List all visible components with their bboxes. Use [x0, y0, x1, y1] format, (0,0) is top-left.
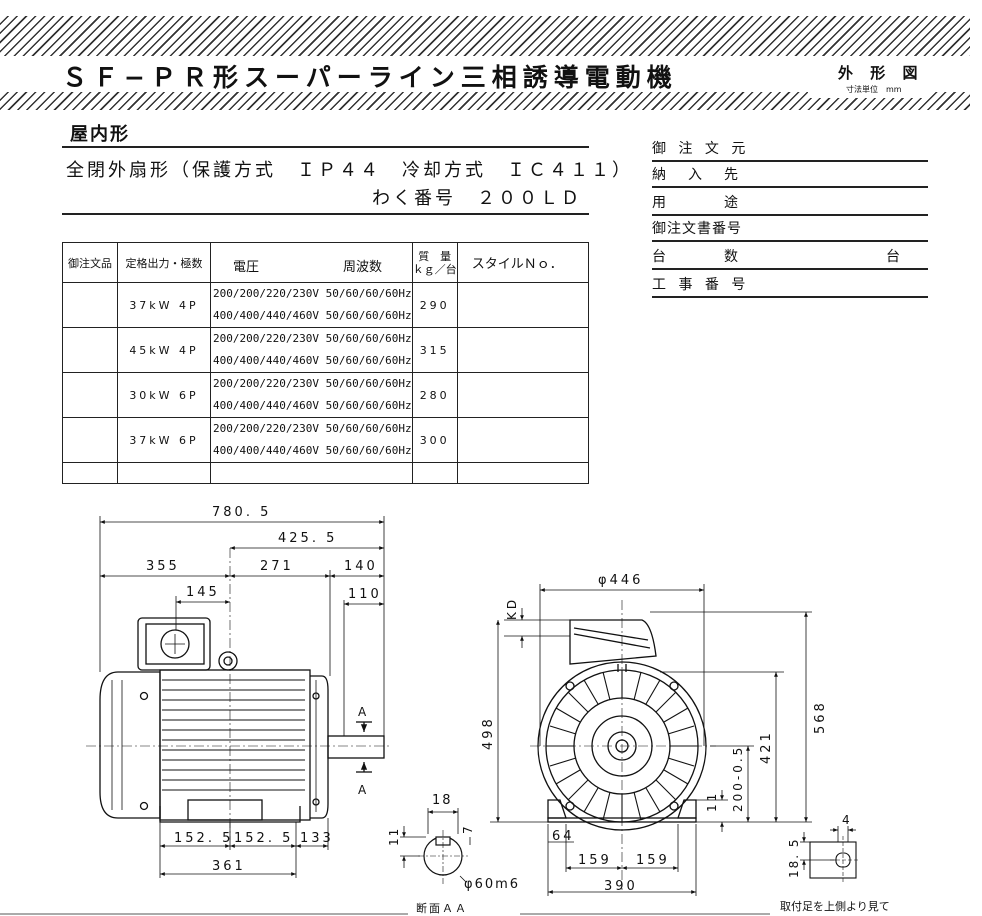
dim-shaft-diameter: φ60m6 — [464, 877, 520, 892]
front-view — [530, 600, 716, 890]
table-header-row: 御注文品 定格出力・極数 電圧 周波数 質 量 ｋｇ／台 スタイルＮｏ． — [62, 242, 590, 283]
dim-152-a: 152. 5 — [174, 831, 233, 846]
title-box — [58, 56, 688, 92]
header-hatch-top — [0, 16, 970, 56]
dim-4: 4 — [842, 813, 850, 827]
header-hatch-bottom — [0, 92, 970, 110]
rating-cell: 37kW 6P — [117, 417, 211, 463]
order-info-quantity: 台 数台 — [652, 244, 928, 270]
order-info-customer: 御 注 文 元 — [652, 136, 928, 162]
enclosure-line: 全閉外扇形（保護方式 ＩＰ４４ 冷却方式 ＩＣ４１１） — [66, 160, 633, 181]
dim-64: 64 — [552, 829, 575, 844]
front-dimensions — [490, 584, 812, 896]
order-info-order-number: 御注文書番号 — [652, 216, 928, 242]
side-dimensions — [99, 516, 385, 878]
section-aa-label: 断面ＡＡ — [416, 901, 468, 915]
dim-425: 425. 5 — [278, 531, 337, 546]
col-rating: 定格出力・極数 — [117, 242, 211, 283]
frame-number: わく番号 ２００ＬＤ — [372, 188, 582, 209]
unit-note: 寸法単位 mm — [846, 85, 902, 94]
dim-key-height: 11 — [387, 827, 401, 846]
spec-underline — [62, 213, 589, 215]
dim-159-b: 159 — [636, 853, 670, 868]
section-mark-top: A — [358, 705, 367, 719]
installation-type: 屋内形 — [70, 124, 130, 145]
page-title: ＳＦ−ＰＲ形スーパーライン三相誘導電動機 — [62, 63, 678, 92]
order-info-usage: 用 途 — [652, 190, 928, 216]
dim-18-5: 18. 5 — [787, 837, 801, 878]
dim-361: 361 — [212, 859, 246, 874]
col-voltage-frequency: 電圧 周波数 — [210, 242, 413, 283]
mass-cell: 290 — [411, 282, 458, 328]
rating-cell: 30kW 6P — [117, 372, 211, 418]
dim-11-foot: 11 — [705, 791, 719, 812]
style-cell — [456, 282, 590, 328]
foot-detail — [800, 826, 860, 882]
drawing-label: 外 形 図 — [838, 64, 924, 82]
style-cell — [456, 372, 590, 418]
dim-568: 568 — [813, 700, 828, 734]
section-aa — [400, 808, 471, 884]
col-mass-unit: ｋｇ／台 — [412, 262, 457, 276]
style-cell — [456, 327, 590, 373]
dim-421: 421 — [759, 730, 774, 764]
order-info-work-number: 工 事 番 号 — [652, 272, 928, 298]
dim-phi446: φ446 — [598, 573, 643, 588]
dim-152-b: 152. 5 — [234, 831, 293, 846]
dim-key-depth: 7 — [461, 824, 475, 834]
col-mass: 質 量 ｋｇ／台 — [411, 242, 458, 283]
dim-110: 110 — [348, 587, 382, 602]
dim-159-a: 159 — [578, 853, 612, 868]
mass-cell: 315 — [411, 327, 458, 373]
dim-140: 140 — [344, 559, 378, 574]
col-voltage: 電圧 — [233, 260, 260, 275]
dim-355: 355 — [146, 559, 180, 574]
dim-133: 133 — [300, 831, 334, 846]
dim-145: 145 — [186, 585, 220, 600]
dim-key-width: 18 — [432, 793, 453, 808]
foot-note: 取付足を上側より見て — [780, 900, 890, 913]
table-row-empty — [62, 462, 590, 484]
mass-cell: 280 — [411, 372, 458, 418]
installation-underline — [62, 146, 589, 148]
dim-kd: KD — [505, 597, 519, 620]
dim-390: 390 — [604, 879, 638, 894]
section-mark-bottom: A — [358, 783, 367, 797]
dim-overall-length: 780. 5 — [212, 505, 271, 520]
dim-200: 200-0.5 — [731, 745, 745, 812]
drawing-label-box — [808, 56, 928, 98]
rating-cell: 45kW 4P — [117, 327, 211, 373]
dim-498: 498 — [481, 716, 496, 750]
col-frequency: 周波数 — [343, 260, 383, 275]
spec-table: 御注文品 定格出力・極数 電圧 周波数 質 量 ｋｇ／台 スタイルＮｏ． 37k… — [62, 242, 590, 484]
dim-271: 271 — [260, 559, 294, 574]
side-view — [86, 548, 392, 840]
col-mass-top: 質 量 — [418, 249, 452, 263]
order-info-delivery: 納 入 先 — [652, 162, 928, 188]
